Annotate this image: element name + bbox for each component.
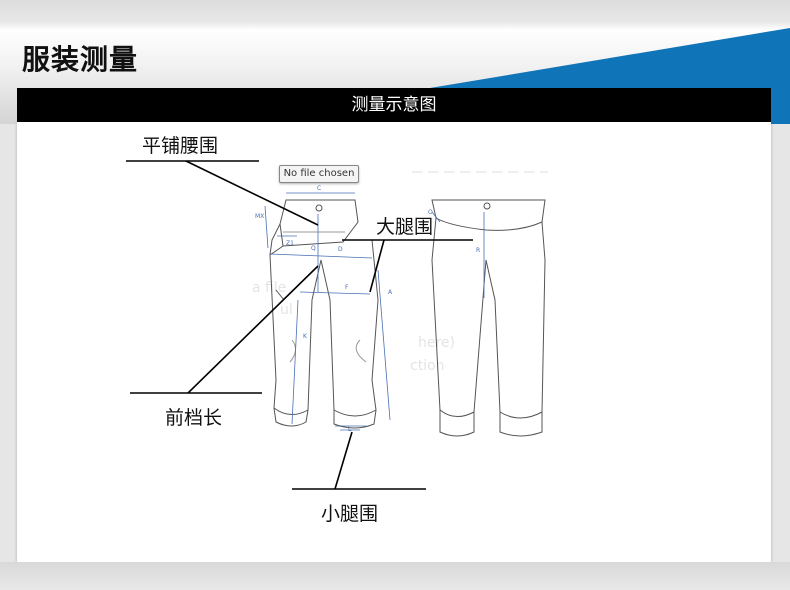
front-cuffs xyxy=(273,407,377,429)
header-accent-band xyxy=(430,28,790,124)
back-dimension-lines xyxy=(431,211,485,298)
dimension-mark: O xyxy=(428,209,433,216)
page-footer-background xyxy=(0,562,790,590)
back-pants-drawing xyxy=(431,199,546,437)
label-calf: 小腿围 xyxy=(321,503,379,525)
ghost-text: ction xyxy=(410,358,445,374)
page-title: 服装测量 xyxy=(22,43,139,76)
front-dimension-lines xyxy=(264,192,391,431)
dimension-mark: MX xyxy=(255,213,264,220)
section-title-bar: 测量示意图 xyxy=(17,88,771,122)
dimension-mark: F xyxy=(345,284,349,291)
front-pants-drawing xyxy=(269,199,379,417)
dimension-mark: R xyxy=(476,247,480,254)
label-waist: 平铺腰围 xyxy=(142,135,219,157)
dimension-mark: A xyxy=(388,289,393,296)
dimension-mark: D xyxy=(338,246,343,253)
annotation-leaders xyxy=(126,160,473,490)
file-tooltip: No file chosen xyxy=(279,165,359,183)
label-thigh: 大腿围 xyxy=(376,216,434,238)
dimension-mark: K xyxy=(303,333,308,340)
label-front-rise: 前档长 xyxy=(165,407,223,429)
dimension-mark: L xyxy=(348,426,352,433)
dimension-mark: Z1 xyxy=(286,240,294,247)
dimension-mark: C xyxy=(317,185,321,192)
ghost-text: ul xyxy=(280,302,293,318)
dimension-mark: Q xyxy=(311,245,316,252)
